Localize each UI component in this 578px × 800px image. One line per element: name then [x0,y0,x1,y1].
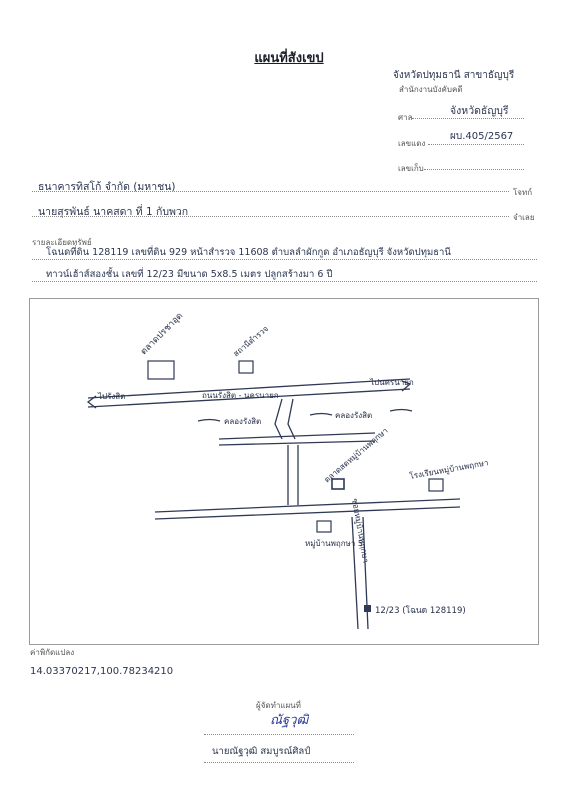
black-case-value: ผบ.405/2567 [450,131,514,142]
signature-label: ผู้จัดทำแผนที่ [256,701,301,710]
signature-mark: ณัฐวุฒิ [270,713,309,728]
signature-line [204,734,354,735]
police-building [238,360,254,374]
black-case-line [428,144,524,145]
black-case-label: เลขแดง [398,139,426,148]
case-no-line [424,169,524,170]
coordinates-value: 14.03370217,100.78234210 [30,666,174,677]
plaintiff-value: ธนาคารทิสโก้ จำกัด (มหาชน) [38,181,176,193]
asset-line-2: ทาวน์เฮ้าส์สองชั้น เลขที่ 12/23 มีขนาด 5… [46,269,333,280]
defendant-line [32,216,509,217]
court-label: ศาล [398,113,413,122]
asset-line-2-rule [32,281,537,282]
label-property: 12/23 (โฉนด 128119) [375,605,466,616]
market-building [147,360,175,380]
sketch-map-drawing: ตลาดปรชาอุด สถานีตำรวจ ไปรังสิต ถนนรังสิ… [86,311,490,630]
canal-mark-right-1 [309,412,333,416]
school-building [428,478,444,492]
arrow-right-icon [401,380,412,392]
document-title: แผนที่สังเขป [254,51,324,66]
plaintiff-label: โจทก์ [513,188,533,197]
label-canal-left: คลองรังสิต [224,417,261,426]
lower-road-north [154,498,461,513]
cross-road-north [218,432,376,440]
office-label: สำนักงานบังคับคดี [399,85,463,94]
cross-road-south [218,440,376,446]
label-main-road: ถนนรังสิต - นครนายก [202,391,279,400]
main-road-south-edge [87,388,411,408]
defendant-label: จำเลย [513,213,535,222]
connector-left [274,398,283,440]
market-node-building [331,478,345,490]
case-no-label: เลขเก็บ [398,164,424,173]
court-line [412,118,524,119]
soi-road-left [351,516,359,630]
label-canal-right: คลองรังสิต [335,411,372,420]
defendant-value: นายสุรพันธ์ นาคสดา ที่ 1 กับพวก [38,206,189,218]
plaintiff-line [32,191,509,192]
asset-line-1-rule [32,259,537,260]
main-road-north-edge [87,378,411,399]
arrow-left-icon [86,395,97,409]
court-value: จังหวัดธัญบุรี [450,105,509,117]
signature-name: นายณัฐวุฒิ สมบูรณ์ศิลป์ [212,746,311,757]
signature-name-line [204,762,354,763]
label-village: หมู่บ้านพฤกษา 5 [305,539,363,549]
canal-mark-left [197,418,221,422]
sketch-map: ตลาดปรชาอุด สถานีตำรวจ ไปรังสิต ถนนรังสิ… [29,298,539,645]
asset-line-1: โฉนดที่ดิน 128119 เลขที่ดิน 929 หน้าสำรว… [46,247,451,258]
label-police: สถานีตำรวจ [232,324,271,359]
village-building [316,520,332,533]
label-market: ตลาดปรชาอุด [139,311,185,357]
label-school: โรงเรียนหมู่บ้านพฤกษา [409,457,490,482]
asset-details-label: รายละเอียดทรัพย์ [32,238,92,247]
province-office: จังหวัดปทุมธานี สาขาธัญบุรี [393,70,515,81]
label-rangsit: ไปรังสิต [97,392,125,401]
canal-mark-right-2 [389,408,413,412]
lower-road-south [154,506,461,520]
connector-right [287,398,296,440]
coordinates-label: ค่าพิกัดแปลง [30,648,75,657]
property-marker-icon [364,605,371,612]
label-nakhon: ไปนครนายก [369,378,414,387]
